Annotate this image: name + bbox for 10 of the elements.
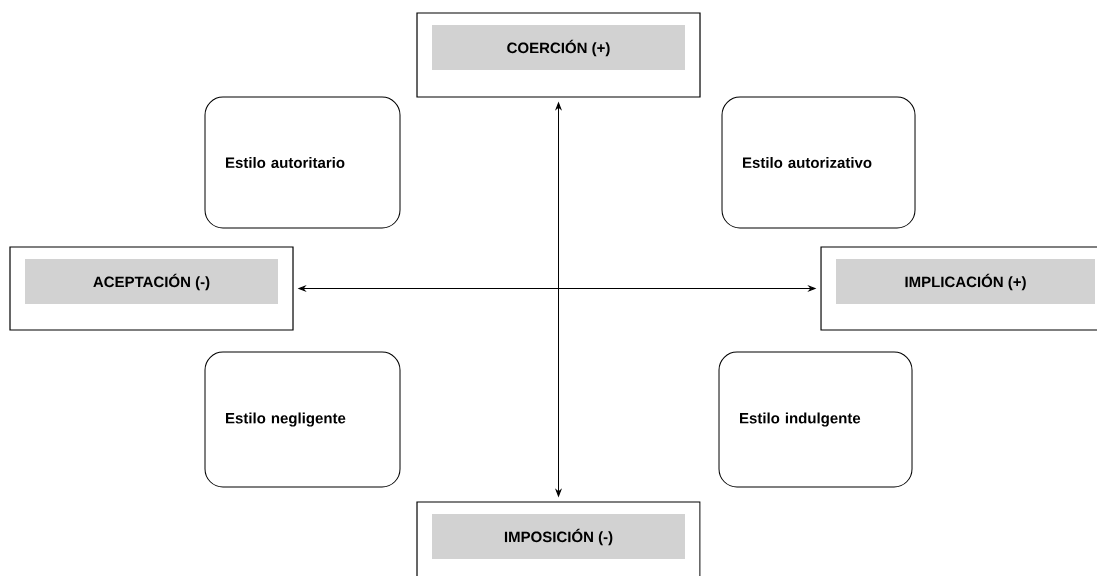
style-box: Estilo autorizativo xyxy=(721,96,916,229)
style-box: Estilo negligente xyxy=(204,351,401,488)
style-box: Estilo indulgente xyxy=(718,351,913,488)
axis-box: ACEPTACIÓN (-) xyxy=(9,246,294,331)
double-arrow xyxy=(555,102,562,497)
style-box: Estilo autoritario xyxy=(204,96,401,229)
double-arrow xyxy=(298,285,816,292)
axis-box: IMPLICACIÓN (+) xyxy=(820,246,1097,331)
axis-box: IMPOSICIÓN (-) xyxy=(416,501,701,576)
axis-box: COERCIÓN (+) xyxy=(416,12,701,98)
